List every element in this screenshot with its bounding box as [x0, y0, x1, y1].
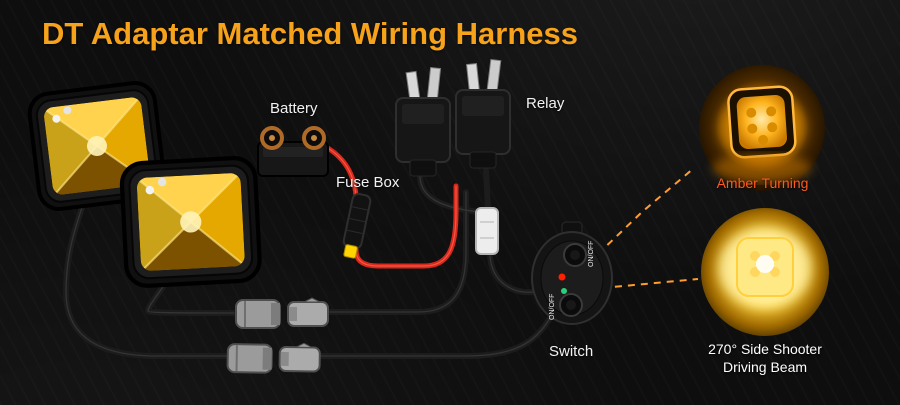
callout-dashed-lines: [597, 167, 699, 289]
relay-icon: [455, 58, 511, 169]
dt-connector-pair: [235, 297, 329, 329]
switch-onoff-text: ON/OFF: [588, 241, 595, 267]
battery-label: Battery: [270, 100, 318, 117]
light-pod: [121, 157, 261, 287]
green-led-icon: [561, 288, 567, 294]
white-connector-icon: [475, 207, 499, 255]
amber-turning-label: Amber Turning: [716, 175, 809, 191]
fuse-box-label: Fuse Box: [336, 174, 400, 191]
red-led-icon: [558, 273, 566, 281]
driving-beam-photo: [701, 208, 829, 336]
page-title: DT Adaptar Matched Wiring Harness: [42, 16, 578, 51]
driving-beam-label-line2: Driving Beam: [722, 359, 808, 375]
relay-icon: [395, 67, 451, 177]
fuse-box-icon: [342, 192, 372, 259]
battery-icon: [257, 126, 329, 177]
power-wire-red: [313, 139, 459, 269]
switch-onoff-text: ON/OFF: [549, 294, 556, 320]
driving-beam-label: 270° Side Shooter Driving Beam: [680, 340, 850, 376]
relay-label: Relay: [526, 95, 565, 112]
amber-turning-photo: [699, 65, 825, 191]
dt-connector-pair: [226, 341, 321, 375]
harness-wires: [62, 167, 553, 359]
switch-icon: ON/OFF ON/OFF: [531, 221, 613, 325]
driving-beam-label-line1: 270° Side Shooter: [708, 341, 822, 357]
switch-label: Switch: [549, 343, 594, 360]
